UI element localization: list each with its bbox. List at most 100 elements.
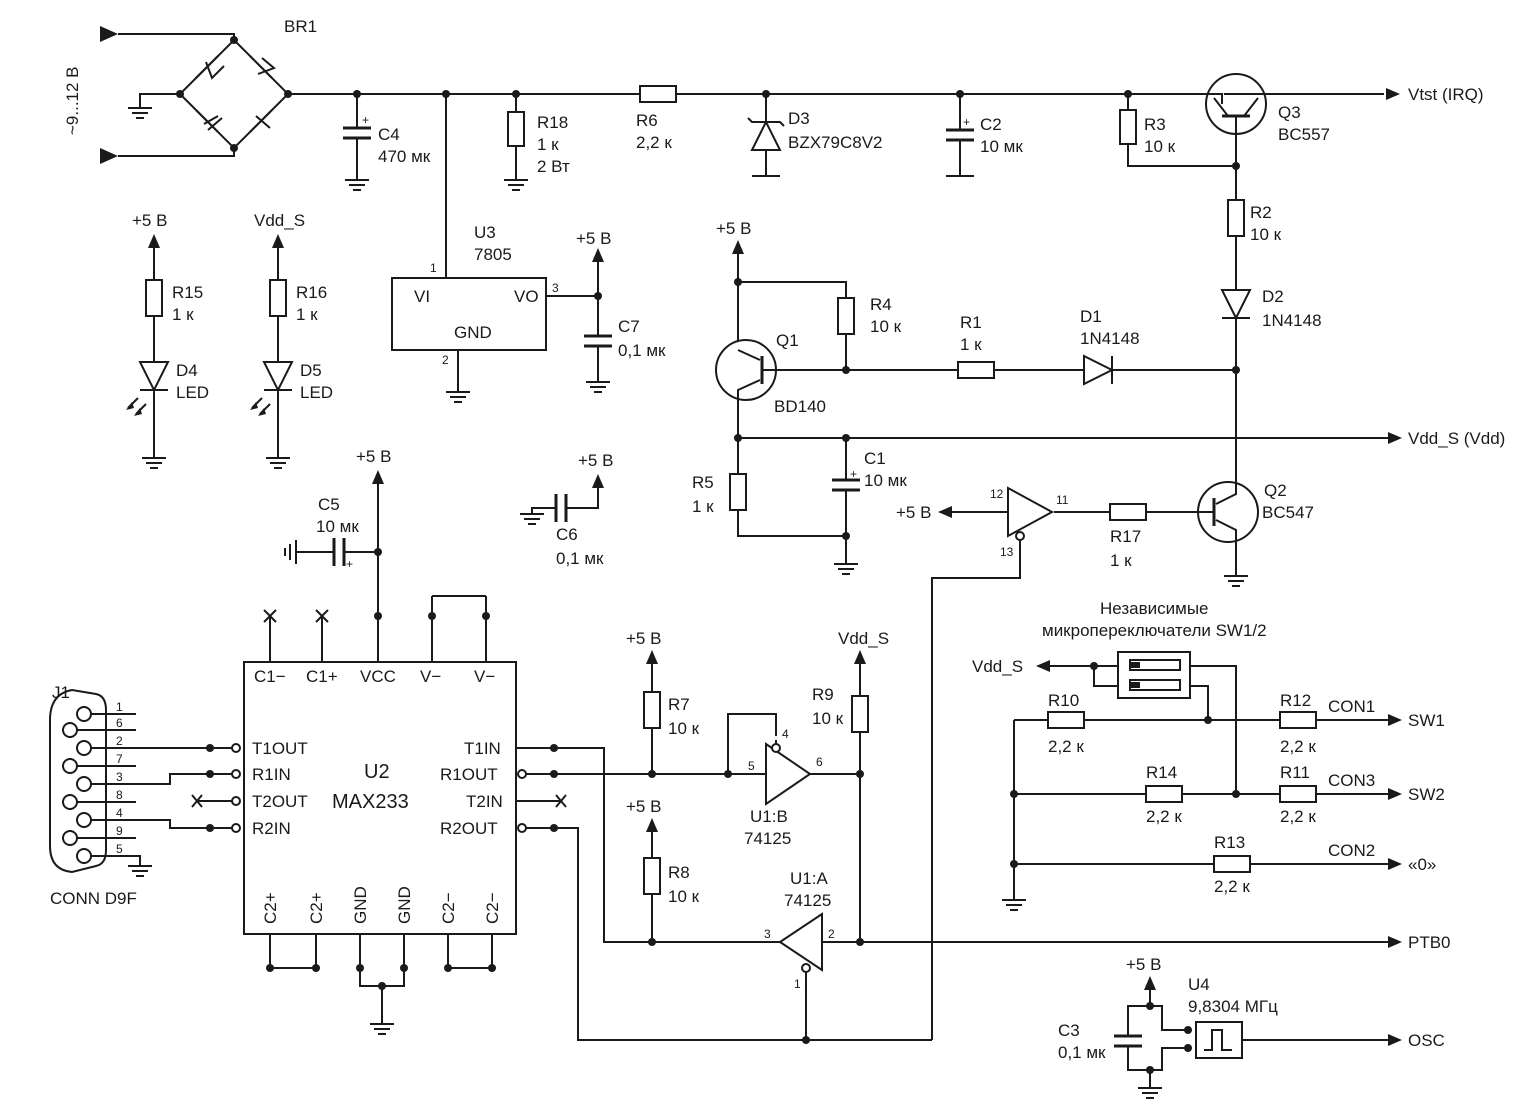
- r13-value: 2,2 к: [1214, 877, 1250, 896]
- vtst-label[interactable]: Vtst (IRQ): [1408, 85, 1484, 104]
- capacitor-c6: +5 В C6 0,1 мк: [520, 451, 613, 568]
- switch-resistors: R10 2,2 к R12 2,2 к CON1 SW1 R14 2,2 к R…: [1001, 691, 1445, 911]
- j1-pin-2: 2: [116, 734, 123, 748]
- c7-plus5: +5 В: [576, 229, 611, 248]
- bridge-rectifier-br1: BR1: [127, 17, 317, 152]
- resistor-r18: R18 1 к 2 Вт: [503, 94, 570, 191]
- d5-vdd: Vdd_S: [254, 211, 305, 230]
- d4-ref: D4: [176, 361, 198, 380]
- resistor-r17: R17 1 к: [1054, 503, 1147, 570]
- u2-right-1: R1OUT: [440, 765, 498, 784]
- sw1-label[interactable]: SW1: [1408, 711, 1445, 730]
- vdd-out-label[interactable]: Vdd_S (Vdd): [1408, 429, 1505, 448]
- d5-part: LED: [300, 383, 333, 402]
- r6-value: 2,2 к: [636, 133, 672, 152]
- resistor-r2: R2 10 к: [1227, 166, 1282, 290]
- d5-ref: D5: [300, 361, 322, 380]
- r12-ref: R12: [1280, 691, 1311, 710]
- resistor-r9: Vdd_S R9 10 к: [812, 629, 889, 946]
- c7-value: 0,1 мк: [618, 341, 666, 360]
- j1-pin-3: 7: [116, 752, 123, 766]
- r7-ref: R7: [668, 695, 690, 714]
- u4-ref: U4: [1188, 975, 1210, 994]
- j1-pin-8: 5: [116, 842, 123, 856]
- r10-ref: R10: [1048, 691, 1079, 710]
- r11-value: 2,2 к: [1280, 807, 1316, 826]
- u1b-p4: 4: [782, 727, 789, 741]
- r1-ref: R1: [960, 313, 982, 332]
- u3-p3: 3: [552, 281, 559, 295]
- capacitor-c5: +5 В + C5 10 мк: [284, 447, 391, 662]
- c2-value: 10 мк: [980, 137, 1023, 156]
- u1b-ref: U1:B: [750, 807, 788, 826]
- q3-part: BC557: [1278, 125, 1330, 144]
- c5-ref: C5: [318, 495, 340, 514]
- u2-top-1: C1+: [306, 667, 338, 686]
- vdd-rail: Vdd_S (Vdd) + R5 1 к C1 10 мк: [692, 429, 1505, 575]
- resistor-r3: R3 10 к: [1119, 94, 1236, 167]
- ptb0-label[interactable]: PTB0: [1408, 933, 1451, 952]
- diode-d2: D2 1N4148: [1220, 287, 1322, 370]
- u3-pin-vo: VO: [514, 287, 539, 306]
- u3-part: 7805: [474, 245, 512, 264]
- c2-ref: C2: [980, 115, 1002, 134]
- r13-ref: R13: [1214, 833, 1245, 852]
- resistor-r6: R6 2,2 к: [636, 85, 677, 152]
- u2-bottom-4: C2−: [439, 892, 458, 924]
- r14-ref: R14: [1146, 763, 1177, 782]
- u4-freq: 9,8304 МГц: [1188, 997, 1278, 1016]
- u2-top-4: V−: [474, 667, 495, 686]
- u2-ref: U2: [364, 761, 390, 783]
- osc-label[interactable]: OSC: [1408, 1031, 1445, 1050]
- resistor-r8: +5 В R8 10 к: [626, 797, 700, 946]
- u1a-part: 74125: [784, 891, 831, 910]
- sw-title-1: Независимые: [1100, 599, 1209, 618]
- r4-ref: R4: [870, 295, 892, 314]
- d2-part: 1N4148: [1262, 311, 1322, 330]
- osc-plus5: +5 В: [1126, 955, 1161, 974]
- d2-ref: D2: [1262, 287, 1284, 306]
- u3-ref: U3: [474, 223, 496, 242]
- q2-part: BC547: [1262, 503, 1314, 522]
- u2-bottom-0: C2+: [261, 892, 280, 924]
- buffer-u1a: PTB0 U1:A 74125 3 2 1: [764, 869, 1451, 1044]
- oscillator-u4: +5 В OSC U4 9,8304 МГц C3 0,1 мк: [1058, 955, 1445, 1099]
- d3-ref: D3: [788, 109, 810, 128]
- u2-part: MAX233: [332, 791, 409, 813]
- r8-value: 10 к: [668, 887, 700, 906]
- c4-ref: C4: [378, 125, 400, 144]
- u2-bottom-labels: C2+ C2+ GND GND C2− C2−: [261, 886, 502, 924]
- r5-value: 1 к: [692, 497, 714, 516]
- u2-top-0: C1−: [254, 667, 286, 686]
- r15-value: 1 к: [172, 305, 194, 324]
- u2-right-2: T2IN: [466, 792, 503, 811]
- sw2-label[interactable]: SW2: [1408, 785, 1445, 804]
- u2-bottom-2: GND: [351, 886, 370, 924]
- j1-part: CONN D9F: [50, 889, 137, 908]
- zero-label[interactable]: «0»: [1408, 855, 1436, 874]
- r12-value: 2,2 к: [1280, 737, 1316, 756]
- u1b-p6: 6: [816, 755, 823, 769]
- r14-value: 2,2 к: [1146, 807, 1182, 826]
- j1-pin-6: 4: [116, 806, 123, 820]
- j1-pin-0: 1: [116, 700, 123, 714]
- u2-left-2: T2OUT: [252, 792, 308, 811]
- d4-plus5: +5 В: [132, 211, 167, 230]
- regulator-u3: 1 U3 7805 VI VO GND 2 3: [391, 94, 602, 403]
- svg-text:+: +: [346, 557, 353, 571]
- r17-ref: R17: [1110, 527, 1141, 546]
- buf-p11: 11: [1056, 493, 1069, 507]
- con2-label: CON2: [1328, 841, 1375, 860]
- u2-top-2: VCC: [360, 667, 396, 686]
- d1-part: 1N4148: [1080, 329, 1140, 348]
- j1-ref: J1: [52, 683, 70, 702]
- chip-u2: U2 MAX233 C1− C1+ VCC V− V− T1OUT R1IN T…: [231, 595, 527, 1035]
- u1a-p2: 2: [828, 927, 835, 941]
- c6-value: 0,1 мк: [556, 549, 604, 568]
- c7-ref: C7: [618, 317, 640, 336]
- transistor-q3: Q3 BC557 Vtst (IRQ): [1205, 73, 1484, 170]
- r18-power: 2 Вт: [537, 157, 570, 176]
- power-input: ~9...12 В: [63, 26, 235, 164]
- u2-bottom-5: C2−: [483, 892, 502, 924]
- transistor-q2: Q2 BC547: [1146, 370, 1314, 587]
